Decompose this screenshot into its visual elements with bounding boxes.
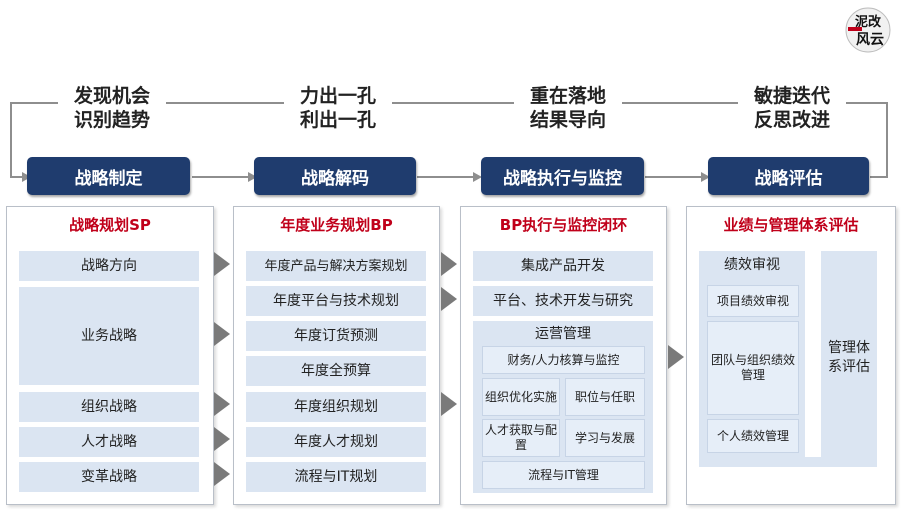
item-strategic-direction: 战略方向	[19, 251, 199, 281]
flow-arrowhead	[473, 172, 482, 182]
operations-title: 运营管理	[535, 326, 591, 342]
phrase-4: 敏捷迭代 反思改进	[738, 84, 846, 132]
arrow-right-icon	[214, 322, 230, 346]
panel-annual-business-plan: 年度业务规划BP 年度产品与解决方案规划 年度平台与技术规划 年度订货预测 年度…	[233, 206, 440, 505]
arrow-right-icon	[214, 252, 230, 276]
flow-connector-1	[192, 176, 250, 178]
flow-connector-2	[417, 176, 475, 178]
ops-position-qualification: 职位与任职	[565, 378, 645, 416]
arrow-right-icon	[441, 392, 457, 416]
flow-bottom-line-1	[10, 176, 24, 178]
item-product-solution-plan: 年度产品与解决方案规划	[246, 251, 426, 281]
panel-title: 年度业务规划BP	[280, 216, 393, 234]
flow-right-line	[886, 102, 888, 177]
flow-arrowhead	[248, 172, 257, 182]
panel-bp-execution: BP执行与监控闭环 集成产品开发 平台、技术开发与研究 运营管理 财务/人力核算…	[460, 206, 667, 505]
arrow-right-icon	[441, 252, 457, 276]
phrase-line: 重在落地	[529, 85, 606, 107]
item-integrated-product-dev: 集成产品开发	[473, 251, 653, 281]
flow-arrowhead	[22, 172, 31, 182]
flow-connector-4	[870, 176, 888, 178]
stage-execution-monitoring: 战略执行与监控	[481, 157, 644, 195]
ops-org-optimization: 组织优化实施	[482, 378, 560, 416]
arrow-right-icon	[214, 427, 230, 451]
item-organization-plan: 年度组织规划	[246, 392, 426, 422]
perf-project-review: 项目绩效审视	[707, 285, 799, 317]
item-full-budget: 年度全预算	[246, 356, 426, 386]
performance-review-title: 绩效审视	[724, 257, 780, 273]
logo: 泥改 风云	[842, 6, 894, 54]
phrase-line: 反思改进	[753, 109, 830, 131]
phrase-line: 结果导向	[529, 109, 606, 131]
arrow-right-icon	[214, 462, 230, 486]
stage-strategy-formulation: 战略制定	[27, 157, 190, 195]
panel-strategic-planning: 战略规划SP 战略方向 业务战略 组织战略 人才战略 变革战略	[6, 206, 214, 505]
item-organization-strategy: 组织战略	[19, 392, 199, 422]
stage-strategy-evaluation: 战略评估	[708, 157, 869, 195]
arrow-right-icon	[441, 287, 457, 311]
stage-strategy-decoding: 战略解码	[254, 157, 416, 195]
item-platform-tech-research: 平台、技术开发与研究	[473, 286, 653, 316]
flow-left-line	[10, 102, 12, 177]
item-talent-plan: 年度人才规划	[246, 427, 426, 457]
panel-title: BP执行与监控闭环	[499, 216, 628, 234]
panel-performance-evaluation: 业绩与管理体系评估 绩效审视 项目绩效审视 团队与组织绩效管理 个人绩效管理 管…	[686, 206, 896, 505]
perf-individual-management: 个人绩效管理	[707, 419, 799, 453]
phrase-line: 敏捷迭代	[753, 85, 830, 107]
item-business-strategy: 业务战略	[19, 287, 199, 385]
arrow-right-icon	[214, 392, 230, 416]
phrase-line: 利出一孔	[299, 109, 376, 131]
panel-title: 业绩与管理体系评估	[723, 216, 859, 234]
phrase-1: 发现机会 识别趋势	[58, 84, 166, 132]
ops-finance-hr-monitor: 财务/人力核算与监控	[482, 346, 645, 374]
phrase-line: 发现机会	[73, 85, 150, 107]
svg-text:风云: 风云	[856, 32, 884, 48]
phrase-line: 识别趋势	[73, 109, 150, 131]
performance-review-ext	[699, 457, 877, 467]
flow-connector-3	[645, 176, 703, 178]
item-transformation-strategy: 变革战略	[19, 462, 199, 492]
perf-team-org-management: 团队与组织绩效管理	[707, 321, 799, 415]
phrase-2: 力出一孔 利出一孔	[284, 84, 392, 132]
management-system-evaluation: 管理体系评估	[821, 251, 877, 465]
flow-top-line	[10, 102, 888, 104]
item-talent-strategy: 人才战略	[19, 427, 199, 457]
management-system-evaluation-label: 管理体系评估	[828, 340, 870, 375]
ops-process-it-management: 流程与IT管理	[482, 461, 645, 489]
panel-title: 战略规划SP	[69, 216, 151, 234]
item-order-forecast: 年度订货预测	[246, 321, 426, 351]
arrow-right-icon	[668, 345, 684, 369]
ops-talent-acquisition: 人才获取与配置	[482, 419, 560, 457]
svg-text:泥改: 泥改	[855, 14, 882, 30]
phrase-line: 力出一孔	[299, 85, 376, 107]
flow-arrowhead	[701, 172, 710, 182]
phrase-3: 重在落地 结果导向	[514, 84, 622, 132]
item-platform-tech-plan: 年度平台与技术规划	[246, 286, 426, 316]
ops-learning-development: 学习与发展	[565, 419, 645, 457]
item-process-it-plan: 流程与IT规划	[246, 462, 426, 492]
